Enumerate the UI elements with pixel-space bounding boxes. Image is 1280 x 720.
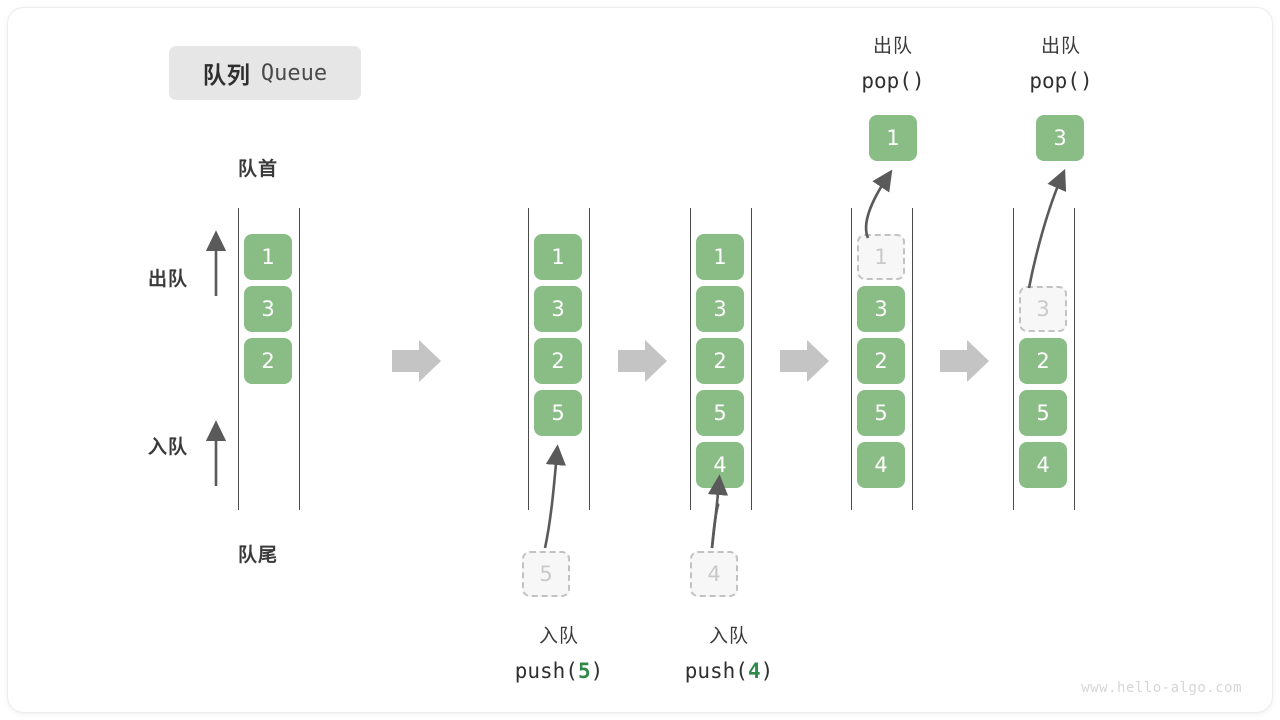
queue-ghost-cell: 4 — [690, 551, 738, 597]
queue-cell: 5 — [696, 390, 744, 436]
queue-rail-right — [1074, 208, 1075, 510]
queue-cell: 4 — [696, 442, 744, 488]
queue-ghost-cell: 5 — [522, 551, 570, 597]
queue-rail-left — [528, 208, 529, 510]
queue-cell: 1 — [244, 234, 292, 280]
popped-result-cell: 1 — [869, 115, 917, 161]
queue-cell: 2 — [696, 338, 744, 384]
queue-cell: 5 — [857, 390, 905, 436]
queue-cell: 4 — [857, 442, 905, 488]
dequeue-direction-label: 出队 — [148, 269, 189, 290]
queue-rail-right — [751, 208, 752, 510]
queue-cell: 1 — [696, 234, 744, 280]
queue-cell: 3 — [696, 286, 744, 332]
operation-label-push-5: 入队 push(5) — [444, 620, 674, 688]
queue-cell: 5 — [1019, 390, 1067, 436]
operation-label-pop-1: 出队 pop() — [778, 30, 1008, 98]
queue-cell: 3 — [857, 286, 905, 332]
queue-cell: 5 — [534, 390, 582, 436]
queue-cell: 2 — [534, 338, 582, 384]
queue-rail-left — [1013, 208, 1014, 510]
operation-label-code: pop() — [861, 69, 925, 93]
queue-rail-left — [851, 208, 852, 510]
queue-rail-left — [690, 208, 691, 510]
queue-cell: 3 — [244, 286, 292, 332]
operation-label-code: pop() — [1029, 69, 1093, 93]
queue-cell: 4 — [1019, 442, 1067, 488]
operation-label-cn: 出队 — [1040, 36, 1081, 57]
operation-label-cn: 出队 — [872, 36, 913, 57]
diagram-card — [8, 8, 1272, 712]
title-cn: 队列 — [202, 62, 251, 88]
queue-rail-right — [912, 208, 913, 510]
operation-label-push-4: 入队 push(4) — [614, 620, 844, 688]
operation-label-cn: 入队 — [708, 626, 749, 647]
diagram-title-badge: 队列 Queue — [169, 46, 361, 100]
queue-ghost-cell: 1 — [857, 234, 905, 280]
queue-cell: 1 — [534, 234, 582, 280]
operation-label-code: push(5) — [514, 659, 604, 683]
popped-result-cell: 3 — [1036, 115, 1084, 161]
enqueue-direction-label: 入队 — [148, 437, 189, 458]
queue-rail-left — [238, 208, 239, 510]
operation-label-code: push(4) — [684, 659, 774, 683]
title-en: Queue — [260, 60, 328, 86]
queue-cell: 3 — [534, 286, 582, 332]
queue-tail-label: 队尾 — [238, 545, 279, 566]
queue-head-label: 队首 — [238, 159, 279, 180]
watermark-text: www.hello-algo.com — [1081, 680, 1242, 696]
queue-cell: 2 — [1019, 338, 1067, 384]
queue-rail-right — [589, 208, 590, 510]
queue-rail-right — [299, 208, 300, 510]
operation-label-cn: 入队 — [538, 626, 579, 647]
queue-cell: 2 — [857, 338, 905, 384]
queue-ghost-cell: 3 — [1019, 286, 1067, 332]
operation-label-pop-3: 出队 pop() — [946, 30, 1176, 98]
queue-cell: 2 — [244, 338, 292, 384]
